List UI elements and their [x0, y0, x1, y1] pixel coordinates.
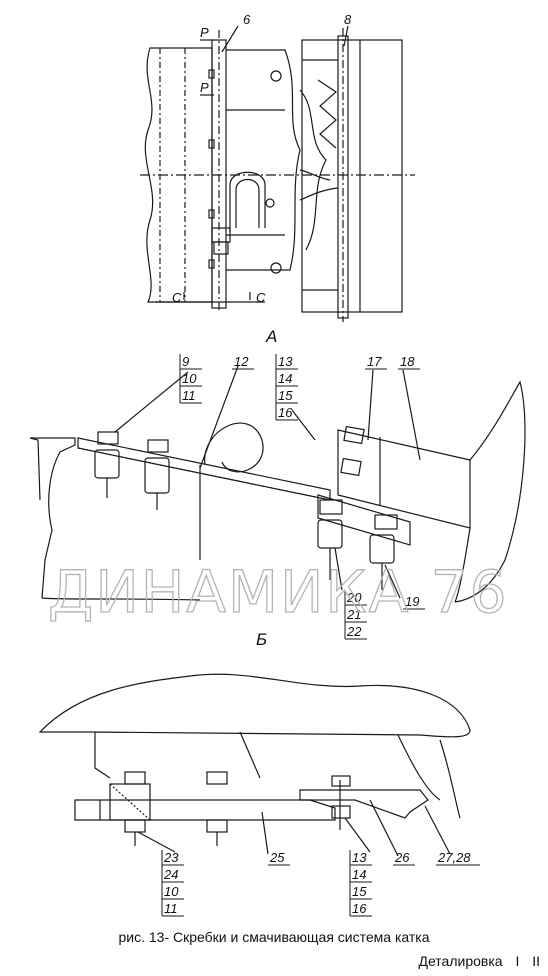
callout-c-14: 14	[352, 867, 366, 882]
callout-c-26: 26	[394, 850, 410, 865]
callout-c-11: 11	[164, 901, 178, 916]
callout-b-13: 13	[278, 354, 293, 369]
callout-b-19: 19	[405, 594, 419, 609]
callout-b-18: 18	[400, 354, 415, 369]
callout-8: 8	[344, 12, 352, 27]
footer-label: Деталировка	[418, 953, 503, 969]
callout-b-21: 21	[346, 607, 361, 622]
callout-b-15: 15	[278, 388, 293, 403]
view-b-title-group: Б	[256, 630, 267, 649]
callout-c-23: 23	[163, 850, 179, 865]
callout-c-25: 25	[269, 850, 285, 865]
footer-page-2-link[interactable]: II	[532, 953, 540, 969]
callout-b-10: 10	[182, 371, 197, 386]
view-b-drawing	[29, 365, 526, 603]
callout-b-12: 12	[234, 354, 249, 369]
callout-c-15: 15	[352, 884, 367, 899]
watermark: ДИНАМИКА 76	[48, 558, 509, 626]
view-c-drawing	[38, 673, 471, 857]
section-mark-c-left: С	[172, 290, 182, 305]
section-mark-p-bottom: Р	[200, 80, 209, 95]
view-b-title: Б	[256, 630, 267, 649]
footer-page-1-link[interactable]: I	[515, 953, 520, 969]
callout-b-17: 17	[367, 354, 382, 369]
view-a-title: А	[265, 327, 277, 346]
callout-c-16: 16	[352, 901, 367, 916]
callout-c-13: 13	[352, 850, 367, 865]
callout-c-10: 10	[164, 884, 179, 899]
view-a-drawing	[140, 25, 415, 322]
callout-b-22: 22	[346, 624, 362, 639]
section-mark-p-top: Р	[200, 25, 209, 40]
callout-b-20: 20	[346, 590, 362, 605]
callout-b-9: 9	[182, 354, 189, 369]
section-mark-c-right: С	[256, 290, 266, 305]
view-c-labels: 23 24 10 11 25 13 14 15 16 26 27,28	[161, 850, 480, 917]
callout-c-24: 24	[163, 867, 178, 882]
figure-caption: рис. 13- Скребки и смачивающая система к…	[118, 929, 430, 945]
callout-b-16: 16	[278, 405, 293, 420]
callout-b-14: 14	[278, 371, 292, 386]
footer-nav: Деталировка I II	[409, 953, 540, 969]
view-a-labels: 6 8 Р Р С С А	[172, 12, 352, 346]
view-b-labels: 9 10 11 12 13 14 15 16 17 18 20 21 22 19	[179, 354, 425, 640]
callout-b-11: 11	[182, 388, 196, 403]
callout-6: 6	[243, 12, 251, 27]
callout-c-27-28: 27,28	[437, 850, 471, 865]
